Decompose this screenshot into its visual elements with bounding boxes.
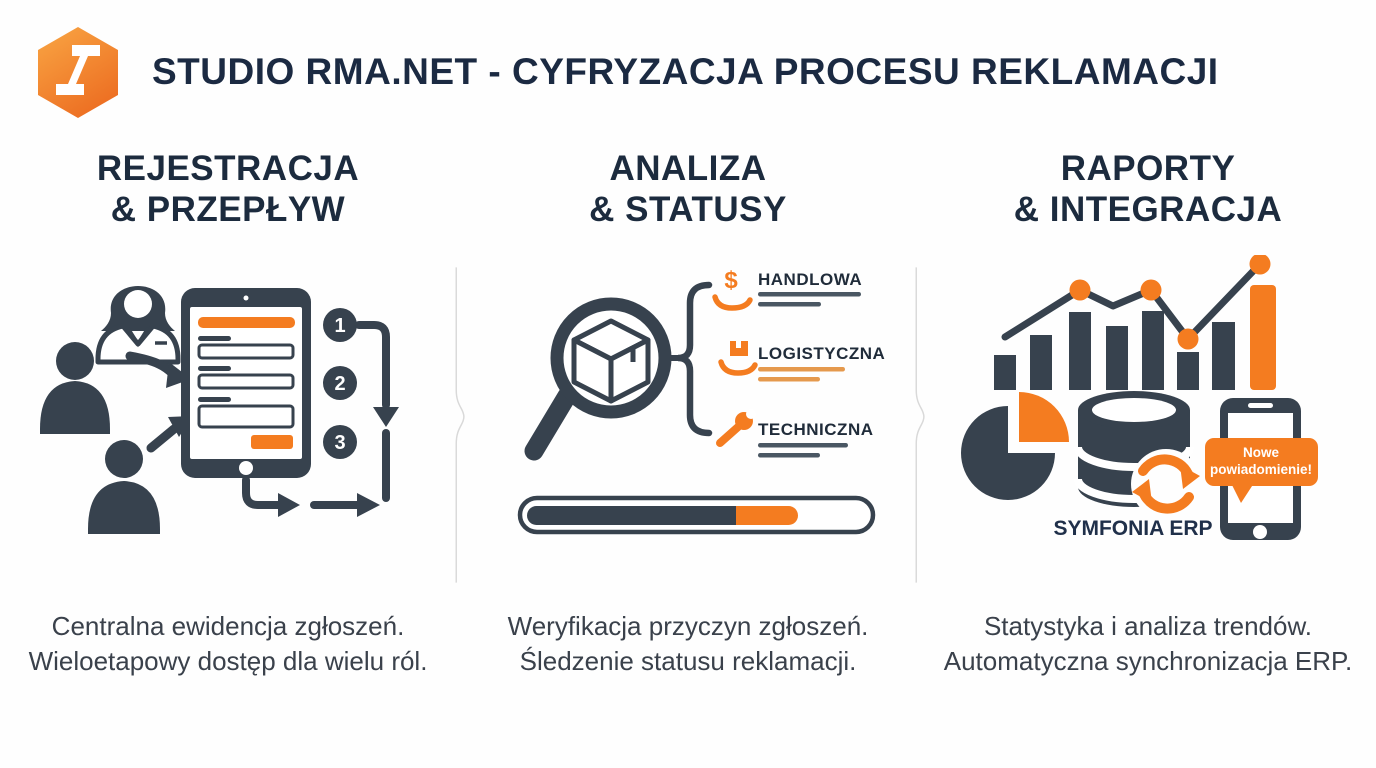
column-2-heading: ANALIZA & STATUSY	[589, 148, 787, 231]
form-field	[197, 343, 295, 360]
step-1-badge: 1	[323, 307, 357, 342]
input-arrow-icon	[125, 351, 191, 388]
logo-s-glyph	[56, 44, 100, 95]
progress-orange-segment	[722, 505, 798, 525]
column-1-heading: REJESTRACJA & PRZEPŁYW	[97, 148, 359, 231]
svg-text:Nowe: Nowe	[1243, 445, 1279, 460]
user-silhouette-icon	[40, 341, 110, 434]
svg-text:2: 2	[334, 373, 345, 395]
column-rejestracja: REJESTRACJA & PRZEPŁYW	[8, 122, 448, 679]
branch-techniczna: TECHNICZNA	[716, 408, 874, 458]
column-divider	[908, 122, 928, 695]
svg-text:$: $	[724, 267, 738, 294]
hand-box-icon	[718, 340, 758, 376]
header: STUDIO RMA.NET - CYFRYZACJA PROCESU REKL…	[0, 0, 1376, 122]
progress-dark-segment	[527, 505, 732, 525]
step-3-badge: 3	[323, 424, 357, 459]
symfonia-erp-label: SYMFONIA ERP	[1053, 517, 1212, 540]
sync-icon	[1131, 448, 1201, 519]
workflow-arrow-icon	[242, 320, 399, 517]
column-3-desc-line2: Automatyczna synchronizacja ERP.	[943, 645, 1353, 676]
svg-text:3: 3	[334, 432, 345, 454]
columns-container: REJESTRACJA & PRZEPŁYW	[0, 122, 1376, 695]
notification-bubble: Nowe powiadomienie!	[1205, 437, 1318, 503]
column-1-description: Centralna ewidencja zgłoszeń. Wieloetapo…	[29, 609, 428, 679]
page-title: STUDIO RMA.NET - CYFRYZACJA PROCESU REKL…	[152, 51, 1219, 92]
step-2-badge: 2	[323, 365, 357, 400]
column-divider	[448, 122, 468, 695]
status-progress-bar	[517, 495, 876, 534]
column-3-desc-line1: Statystyka i analiza trendów.	[983, 610, 1313, 641]
rejestracja-illustration: 1 2 3	[18, 255, 438, 555]
wrench-icon	[716, 408, 756, 447]
column-2-desc-line1: Weryfikacja przyczyn zgłoszeń.	[507, 610, 869, 641]
column-2-heading-line1: ANALIZA	[609, 149, 767, 188]
svg-text:TECHNICZNA: TECHNICZNA	[758, 420, 874, 439]
bar-chart-icon	[994, 284, 1276, 390]
column-2-description: Weryfikacja przyczyn zgłoszeń. Śledzenie…	[508, 609, 869, 679]
analiza-illustration: $ HANDLOWA LOGISTY	[478, 255, 898, 555]
branch-handlowa: $ HANDLOWA	[712, 267, 862, 311]
trend-line-icon	[1001, 253, 1271, 350]
column-analiza: ANALIZA & STATUSY	[468, 122, 908, 679]
svg-text:HANDLOWA: HANDLOWA	[758, 270, 862, 289]
column-3-description: Statystyka i analiza trendów. Automatycz…	[944, 609, 1353, 679]
column-3-heading-line2: & INTEGRACJA	[1013, 190, 1283, 230]
package-icon	[571, 318, 651, 404]
column-1-desc-line1: Centralna ewidencja zgłoszeń.	[51, 610, 405, 641]
column-1-heading-line1: REJESTRACJA	[96, 149, 360, 188]
raporty-illustration: Nowe powiadomienie! SYMFONIA ERP	[928, 253, 1368, 555]
tablet-form-icon	[181, 287, 311, 478]
column-1-desc-line2: Wieloetapowy dostęp dla wielu ról.	[28, 645, 428, 676]
hand-dollar-icon: $	[712, 267, 753, 311]
column-3-heading-line1: RAPORTY	[1060, 149, 1236, 188]
column-1-heading-line2: & PRZEPŁYW	[110, 190, 346, 230]
agent-user-icon	[95, 285, 181, 365]
branch-logistyczna: LOGISTYCZNA	[718, 340, 885, 382]
branch-brace-icon	[668, 281, 713, 436]
form-submit-button	[251, 434, 293, 449]
user-silhouette-icon	[88, 439, 160, 534]
pie-chart-icon	[961, 391, 1069, 500]
svg-text:1: 1	[334, 315, 345, 337]
form-field	[197, 404, 295, 429]
form-header-bar	[198, 316, 295, 328]
form-field	[197, 373, 295, 390]
column-2-heading-line2: & STATUSY	[589, 190, 787, 230]
column-3-heading: RAPORTY & INTEGRACJA	[1014, 148, 1283, 231]
magnifier-package-icon	[524, 297, 672, 461]
column-2-desc-line2: Śledzenie statusu reklamacji.	[519, 645, 857, 676]
column-raporty: RAPORTY & INTEGRACJA	[928, 122, 1368, 679]
svg-text:powiadomienie!: powiadomienie!	[1210, 462, 1312, 477]
svg-text:LOGISTYCZNA: LOGISTYCZNA	[758, 344, 885, 363]
studio-logo-icon	[34, 25, 122, 120]
